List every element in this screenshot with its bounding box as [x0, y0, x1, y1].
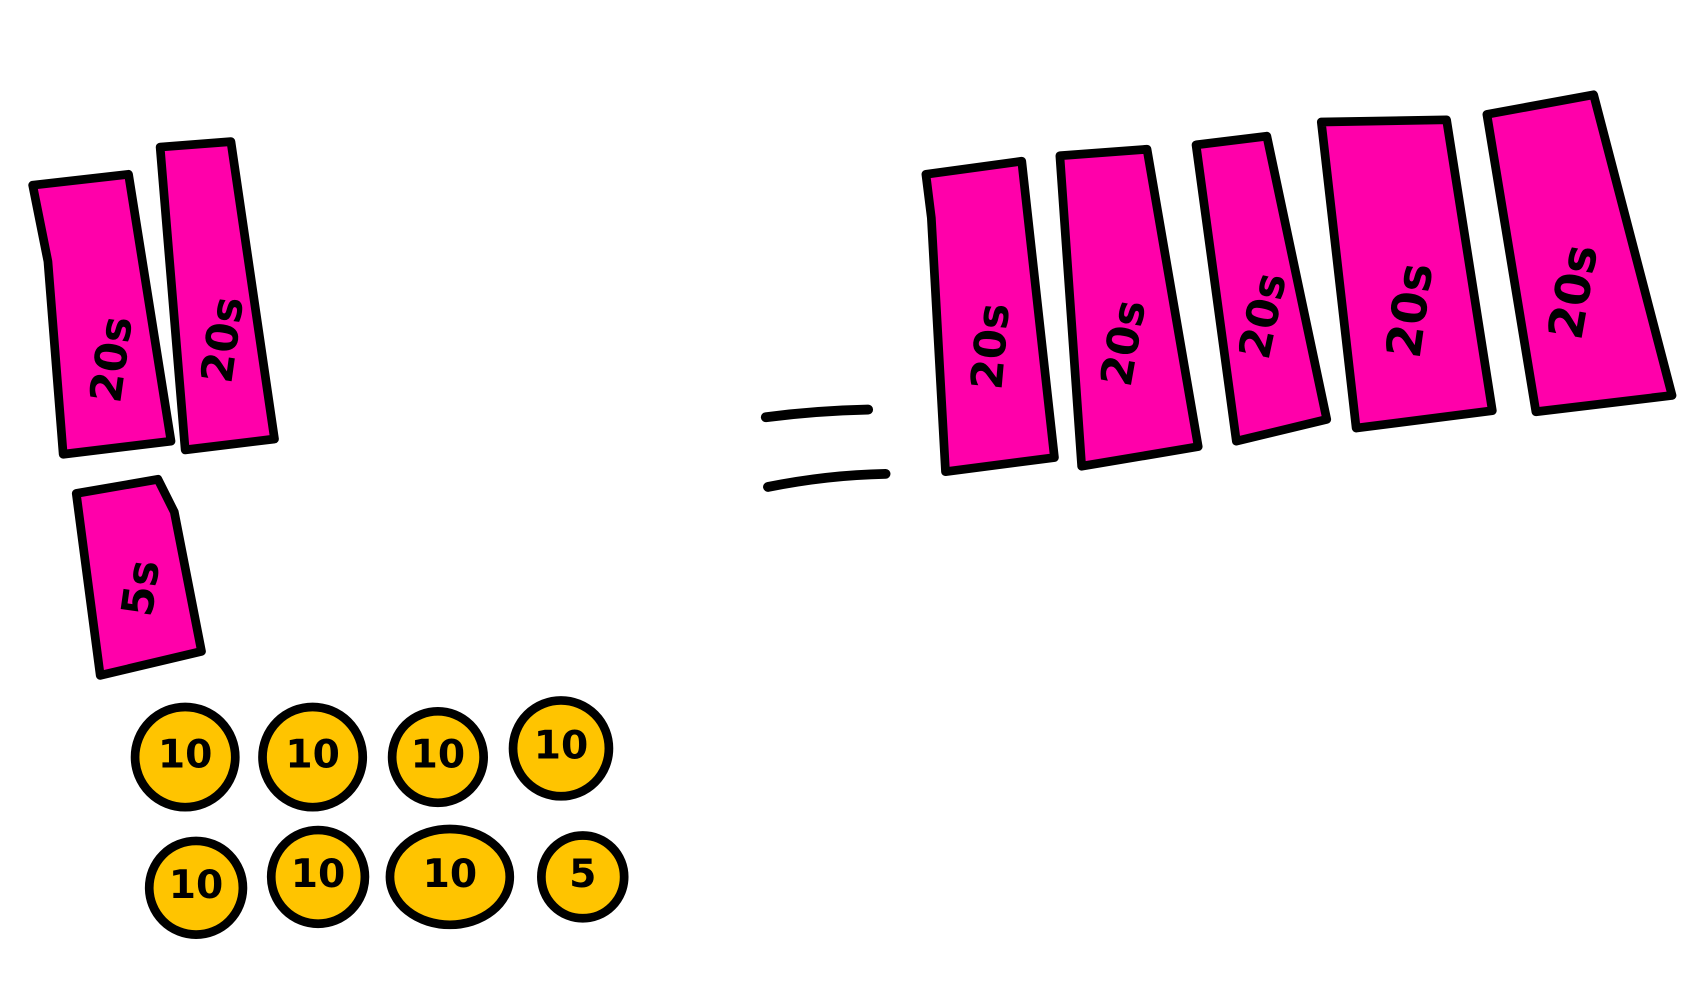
coin-label: 5: [569, 852, 596, 897]
right-note-5: 20s: [1482, 90, 1677, 417]
left-note-1: 20s: [28, 169, 176, 459]
coin-label: 10: [169, 863, 224, 908]
left-note-2: 20s: [155, 137, 279, 455]
coin-3: 10: [387, 706, 488, 808]
coin-6: 10: [266, 825, 370, 929]
right-note-2: 20s: [1055, 144, 1203, 471]
coin-label: 10: [534, 724, 589, 769]
coin-8: 5: [537, 831, 629, 923]
coin-5: 10: [144, 836, 248, 939]
coin-label: 10: [423, 852, 478, 897]
coin-2: 10: [258, 702, 368, 812]
left-note-3: 5s: [71, 474, 206, 680]
note-label: 20s: [193, 294, 255, 387]
note-label: 20s: [963, 301, 1020, 392]
coin-label: 10: [285, 732, 340, 777]
right-note-3: 20s: [1191, 131, 1332, 446]
note-label: 5s: [113, 557, 170, 620]
equals-sign: [760, 404, 891, 492]
coin-label: 10: [291, 852, 346, 897]
coin-4: 10: [508, 696, 614, 801]
right-note-4: 20s: [1316, 115, 1497, 433]
note-label: 20s: [81, 313, 143, 406]
coin-label: 10: [158, 732, 213, 777]
note-label: 20s: [1377, 259, 1445, 361]
coin-label: 10: [411, 732, 466, 777]
coin-7: 10: [385, 824, 515, 930]
coin-1: 10: [130, 702, 240, 812]
right-note-1: 20s: [921, 156, 1059, 477]
